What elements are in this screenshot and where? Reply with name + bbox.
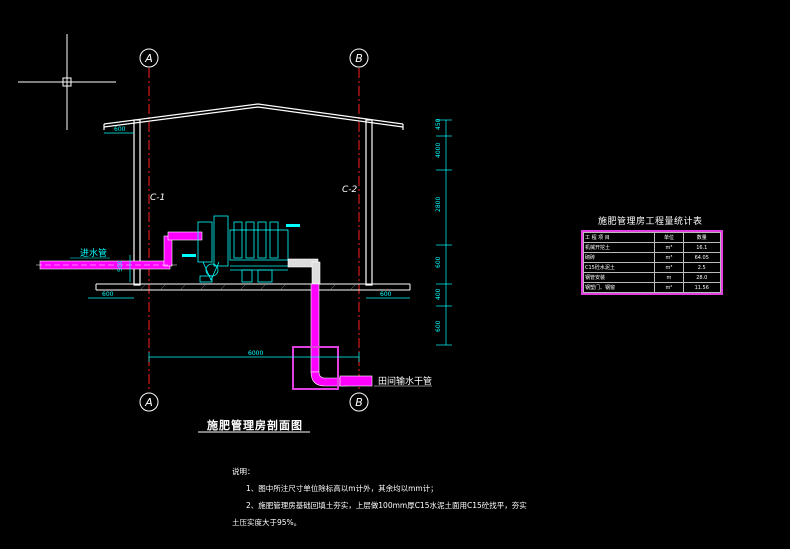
dim-right-1: 450 xyxy=(435,118,442,130)
dim-right-5: 400 xyxy=(435,288,442,300)
table-header-qty: 数量 xyxy=(682,232,722,243)
filter-tag-icon xyxy=(182,254,196,257)
notes-heading: 说明： xyxy=(232,467,255,476)
dim-bottom-right: 600 xyxy=(380,291,392,298)
house-outlet-pipe xyxy=(287,258,321,285)
quantity-table: 工 程 项 目 单位 数量 机械开挖土 m³ 16.1 砌砖 m³ 64.05 … xyxy=(581,230,723,295)
axis-label-b-top: B xyxy=(355,52,363,65)
dim-pipe-offset: 500 xyxy=(117,260,124,272)
note-line-2: 2、施肥管理房基础回填土夯实，上层做100mm厚C15水泥土面用C15砼找平，夯… xyxy=(246,501,527,510)
table-header-row: 工 程 项 目 单位 数量 xyxy=(582,232,722,243)
table-row: C15砼水泥土 m³ 2.5 xyxy=(582,262,722,273)
column-label-right: C-2 xyxy=(342,185,358,195)
axis-bubble-b-top xyxy=(349,48,369,68)
inlet-pipe-label: 进水管 xyxy=(80,247,107,259)
dim-right-3: 2800 xyxy=(435,197,442,212)
axis-label-a-top: A xyxy=(144,52,153,65)
valve-pit xyxy=(292,346,339,390)
axis-bubble-a-top xyxy=(139,48,159,68)
table-header-item: 工 程 项 目 xyxy=(582,232,656,243)
underground-pipe xyxy=(310,283,373,387)
table-row: 钢塑门、钢窗 m² 11.56 xyxy=(582,282,722,293)
dimension-lines xyxy=(88,119,452,362)
walls xyxy=(133,119,373,286)
crosshair-cursor-icon xyxy=(18,34,116,130)
dim-right-2: 4000 xyxy=(435,143,442,158)
axis-label-a-bottom: A xyxy=(144,396,153,409)
table-row: 砌砖 m³ 64.05 xyxy=(582,252,722,263)
floor-hatch xyxy=(139,283,357,291)
dim-bottom-left: 600 xyxy=(102,291,114,298)
note-line-3: 土压实度大于95%。 xyxy=(232,518,302,527)
note-line-1: 1、图中所注尺寸单位除标高以m计外，其余均以mm计； xyxy=(246,484,438,493)
dim-right-6: 600 xyxy=(435,320,442,332)
fertigation-equipment xyxy=(197,215,289,283)
axis-label-b-bottom: B xyxy=(355,396,363,409)
floor-slab xyxy=(95,283,411,291)
axis-bubble-a-bottom xyxy=(139,392,159,412)
equipment-tag-icon xyxy=(286,224,300,227)
table-title: 施肥管理房工程量统计表 xyxy=(598,217,703,227)
axis-bubble-b-bottom xyxy=(349,392,369,412)
section-title: 施肥管理房剖面图 xyxy=(207,419,303,432)
table-header-unit: 单位 xyxy=(654,232,684,243)
outlet-pipe-label: 田间输水干管 xyxy=(378,375,432,387)
dim-span: 6000 xyxy=(248,350,263,357)
roof xyxy=(103,103,404,130)
notes-block: 说明： 1、图中所注尺寸单位除标高以m计外，其余均以mm计； 2、施肥管理房基础… xyxy=(232,463,527,531)
table-row: 机械开挖土 m³ 16.1 xyxy=(582,242,722,253)
table-row: 钢管安装 m 28.0 xyxy=(582,272,722,283)
column-label-left: C-1 xyxy=(150,193,165,203)
dim-eave-left: 600 xyxy=(114,126,126,133)
dim-right-4: 600 xyxy=(435,256,442,268)
